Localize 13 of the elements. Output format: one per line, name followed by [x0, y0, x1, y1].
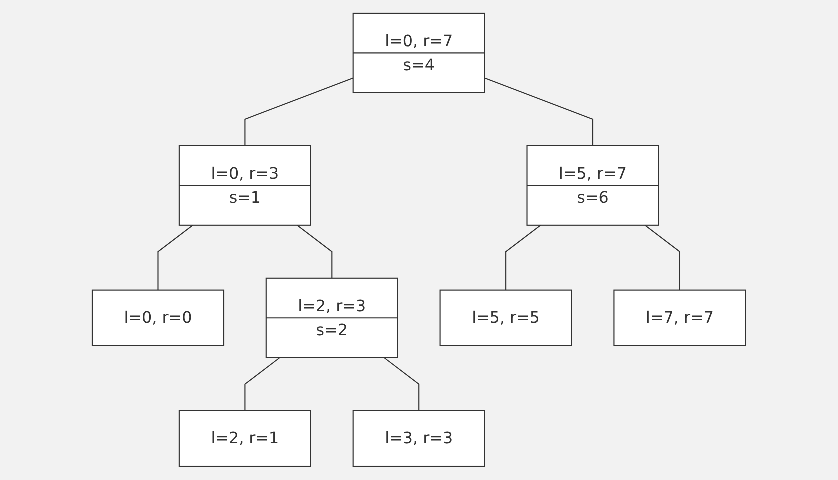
- connector: [384, 357, 420, 411]
- connector: [505, 225, 542, 290]
- node-box: l=2, r=1: [178, 410, 312, 468]
- connector: [244, 357, 280, 411]
- connector: [244, 78, 354, 146]
- node-box: l=5, r=5: [440, 290, 572, 346]
- node-box: l=3, r=3: [352, 410, 486, 468]
- connector: [644, 225, 680, 290]
- connector: [158, 225, 194, 290]
- node-box: l=7, r=7: [614, 290, 746, 346]
- connector: [296, 225, 333, 278]
- connector: [484, 78, 594, 146]
- node-box: l=0, r=0: [92, 290, 224, 346]
